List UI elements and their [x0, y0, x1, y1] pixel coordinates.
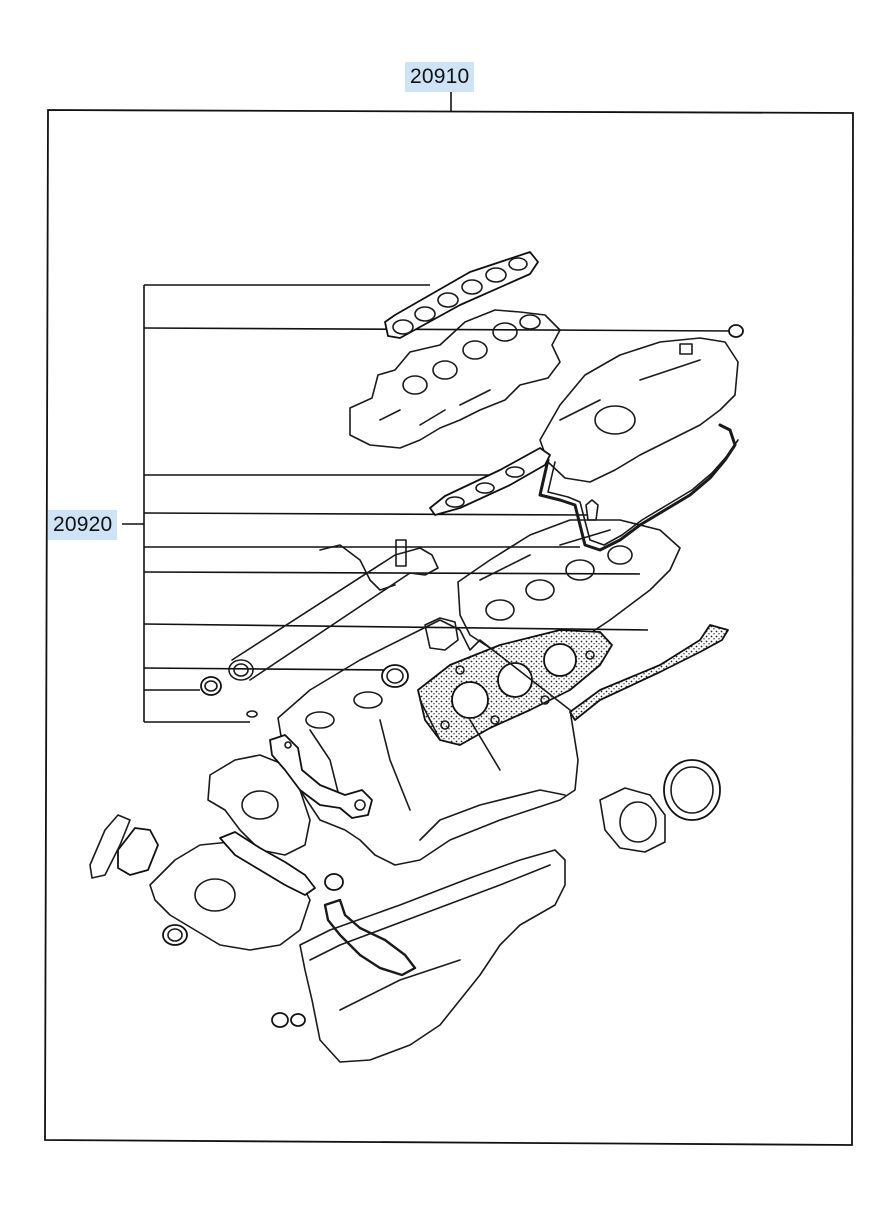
camshaft-oil-seal: [381, 664, 409, 688]
spark-plug-tube-seal: [585, 499, 599, 521]
leader-bracket-20920: [122, 284, 736, 723]
front-cover: [207, 754, 311, 856]
drain-plug-washer: [271, 1012, 306, 1028]
exhaust-side-long-gasket: [569, 624, 729, 721]
diagram-frame: [44, 109, 854, 1146]
water-inlet-gasket: [324, 873, 344, 891]
cylinder-head-gasket: [417, 629, 613, 746]
water-pump: [149, 841, 311, 951]
intake-manifold: [349, 309, 561, 449]
callout-20920[interactable]: 20920: [48, 510, 118, 540]
water-bypass-pipe: [228, 539, 439, 681]
exhaust-manifold-gasket: [429, 447, 551, 516]
water-pump-gasket: [89, 814, 159, 879]
valve-cover-gasket: [538, 423, 739, 552]
rear-main-oil-seal: [663, 759, 721, 821]
oil-pan-gasket: [323, 898, 417, 977]
rear-seal-retainer: [599, 787, 666, 853]
small-o-ring-seal: [728, 324, 744, 338]
intake-manifold-gasket: [384, 251, 539, 339]
tiny-washer: [246, 710, 258, 718]
front-crank-seal: [162, 924, 188, 946]
oil-pump-gasket: [269, 734, 373, 819]
valve-cover: [539, 337, 739, 483]
engine-block: [277, 617, 579, 866]
timing-cover-gasket: [219, 831, 316, 896]
callout-20910[interactable]: 20910: [405, 62, 475, 92]
oil-pan: [299, 849, 566, 1063]
small-ring-seal: [200, 676, 222, 696]
